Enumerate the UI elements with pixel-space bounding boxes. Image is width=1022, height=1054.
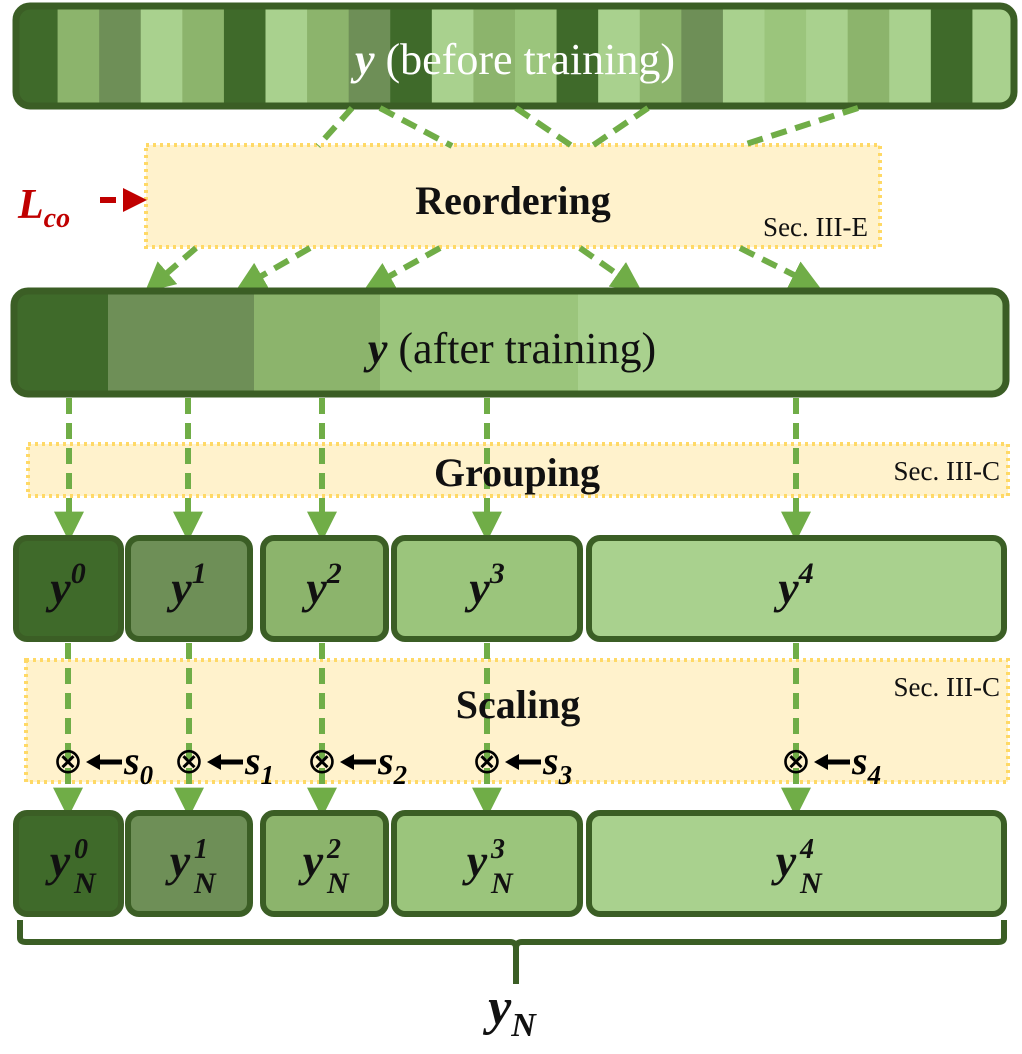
multiply-icon: ⊗ [53, 741, 83, 782]
svg-text:y: y [462, 835, 488, 886]
group-box-2: y2 [260, 535, 389, 642]
channel-stripe [639, 6, 682, 106]
svg-text:s1: s1 [244, 738, 274, 790]
multiply-icon: ⊗ [174, 741, 204, 782]
svg-text:s0: s0 [123, 738, 154, 790]
svg-text:1: 1 [194, 834, 208, 865]
channel-stripe [431, 6, 475, 106]
channel-stripe [722, 6, 766, 106]
grouping-title: Grouping [434, 450, 600, 495]
svg-text:y2: y2 [301, 557, 341, 613]
svg-text:N: N [73, 867, 97, 900]
channel-stripe [681, 6, 724, 106]
svg-text:N: N [193, 867, 217, 900]
svg-text:3: 3 [490, 834, 505, 865]
channel-stripe [847, 6, 890, 106]
after-training-bar: y (after training) [10, 287, 1010, 398]
svg-text:0: 0 [74, 834, 88, 865]
svg-text:N: N [799, 867, 823, 900]
svg-text:4: 4 [799, 834, 814, 865]
svg-text:y3: y3 [464, 557, 504, 613]
svg-text:y: y [165, 835, 191, 886]
grouping-section: Sec. III-C [894, 456, 1000, 486]
scaling-title: Scaling [456, 682, 580, 727]
arrows-through-grouping [54, 398, 811, 542]
svg-text:y0: y0 [45, 557, 85, 613]
svg-text:N: N [490, 867, 514, 900]
before-training-bar: y (before training) [12, 2, 1018, 110]
scale-factor-4: ⊗ s4 [781, 738, 881, 790]
channel-stripe [390, 6, 433, 106]
arrows-through-scaling [53, 643, 811, 818]
channel-stripe [598, 6, 641, 106]
reordering-section: Sec. III-E [763, 212, 868, 242]
group-box-4: y4 [586, 535, 1007, 642]
svg-text:y4: y4 [773, 557, 813, 613]
channel-stripe [556, 6, 599, 106]
channel-stripe [806, 6, 849, 106]
channel-stripe [348, 6, 391, 106]
channel-stripe [265, 6, 308, 106]
svg-text:y: y [771, 835, 797, 886]
channel-stripe [972, 6, 1014, 106]
grouping-stage-box [26, 442, 1010, 498]
multiply-icon: ⊗ [472, 741, 502, 782]
svg-text:N: N [326, 867, 350, 900]
before-training-label: y (before training) [350, 35, 675, 84]
channel-stripe [889, 6, 932, 106]
scale-factor-0: ⊗ s0 [53, 738, 154, 790]
channel-stripe [223, 6, 267, 106]
loss-label: Lco [17, 182, 70, 234]
channel-stripe [764, 6, 807, 106]
channel-stripe [930, 6, 974, 106]
scale-factor-3: ⊗ s3 [472, 738, 572, 790]
svg-text:2: 2 [326, 834, 341, 865]
channel-stripe [515, 6, 558, 106]
output-box-4: y 4 N [586, 810, 1007, 917]
output-boxes: y 0 N y 1 N y 2 N y 3 N y 4 N [13, 810, 1007, 917]
output-box-3: y 3 N [391, 810, 583, 917]
reordering-title: Reordering [415, 178, 611, 223]
final-output-label: yN [482, 979, 537, 1044]
scale-factor-2: ⊗ s2 [307, 738, 407, 790]
output-box-1: y 1 N [125, 810, 253, 917]
scale-factors: ⊗ s0 ⊗ s1 ⊗ s2 ⊗ s3 ⊗ s4 [53, 738, 881, 790]
channel-stripe [307, 6, 350, 106]
channel-stripe [99, 6, 142, 106]
output-box-0: y 0 N [13, 810, 124, 917]
channel-stripe [16, 6, 59, 106]
group-box-1: y1 [125, 535, 253, 642]
multiply-icon: ⊗ [781, 741, 811, 782]
output-bracket [17, 920, 1007, 984]
group-boxes: y0 y1 y2 y3 y4 [13, 535, 1007, 642]
svg-text:y: y [45, 835, 71, 886]
arrows-out-of-reordering [144, 245, 821, 293]
scale-factor-1: ⊗ s1 [174, 738, 274, 790]
after-training-label: y (after training) [363, 324, 656, 373]
svg-text:s4: s4 [851, 738, 881, 790]
group-box-3: y3 [391, 535, 583, 642]
svg-text:s3: s3 [542, 738, 572, 790]
multiply-icon: ⊗ [307, 741, 337, 782]
arrows-into-reordering [315, 105, 859, 149]
channel-stripe [182, 6, 225, 106]
svg-text:y1: y1 [166, 557, 206, 613]
group-box-0: y0 [13, 535, 124, 642]
scaling-section: Sec. III-C [894, 672, 1000, 702]
channel-stripe [57, 6, 100, 106]
svg-text:y: y [298, 835, 324, 886]
channel-stripe [473, 6, 516, 106]
reordering-stage-box [144, 143, 882, 249]
svg-text:s2: s2 [377, 738, 407, 790]
channel-stripe [140, 6, 183, 106]
output-box-2: y 2 N [260, 810, 389, 917]
